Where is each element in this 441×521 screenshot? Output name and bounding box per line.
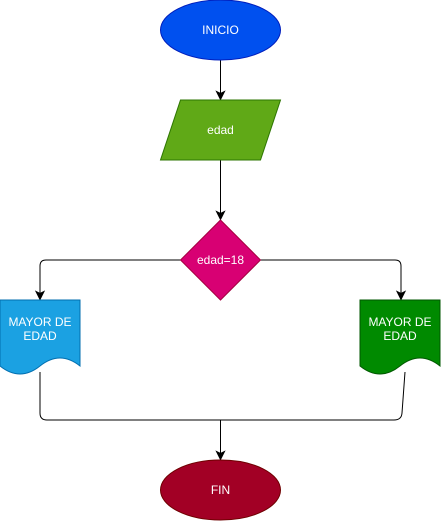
edge-decision-to-left-output	[39, 259, 181, 294]
input-parallelogram	[159, 99, 282, 161]
start-ellipse	[160, 0, 281, 61]
edge-merge-to-end-arrowhead	[215, 450, 226, 461]
end-label: FIN	[211, 483, 230, 497]
left-output-document	[0, 299, 81, 375]
start-node[interactable]: INICIO	[160, 0, 281, 61]
edges	[34, 60, 407, 461]
edge-right-output-to-merge	[220, 371, 406, 421]
input-label: edad	[207, 123, 234, 137]
start-label: INICIO	[202, 23, 239, 37]
decision-diamond	[179, 219, 262, 301]
left-output-label-line1: MAYOR DE	[8, 315, 71, 329]
end-ellipse	[160, 459, 281, 521]
right-output-label-line2: EDAD	[383, 329, 417, 343]
input-node[interactable]: edad	[159, 99, 282, 161]
edge-decision-to-left-output-arrowhead	[34, 290, 46, 301]
end-node[interactable]: FIN	[160, 459, 281, 521]
left-output-node[interactable]: MAYOR DE EDAD	[0, 299, 81, 375]
left-output-label-line2: EDAD	[23, 329, 57, 343]
right-output-node[interactable]: MAYOR DE EDAD	[359, 299, 441, 375]
edge-decision-to-right-output	[260, 259, 402, 294]
decision-node[interactable]: edad=18	[179, 219, 262, 301]
edge-decision-to-right-output-arrowhead	[395, 290, 407, 301]
decision-label: edad=18	[197, 253, 244, 267]
right-output-document	[359, 299, 441, 375]
edge-input-to-decision-arrowhead	[215, 210, 226, 221]
right-output-label-line1: MAYOR DE	[368, 315, 431, 329]
edge-start-to-input-arrowhead	[215, 90, 226, 101]
edge-left-output-to-merge	[39, 372, 221, 421]
